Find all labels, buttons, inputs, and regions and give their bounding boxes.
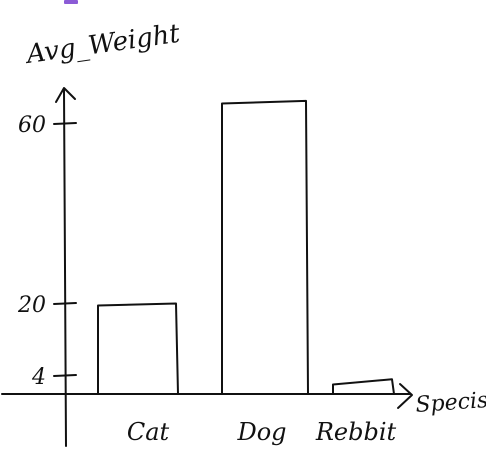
bars bbox=[97, 99, 395, 395]
x-category-label: Cat bbox=[127, 418, 170, 446]
x-category-label: Rebbit bbox=[315, 418, 397, 446]
y-axis-arrow bbox=[55, 87, 76, 103]
y-axis-ticks: 60 20 4 bbox=[17, 113, 77, 390]
x-axis-arrow bbox=[397, 383, 413, 409]
y-tick-label: 20 bbox=[17, 293, 46, 318]
y-tick-mark bbox=[53, 122, 77, 125]
x-axis-label: Specis bbox=[415, 388, 486, 418]
x-category-label: Dog bbox=[236, 418, 286, 446]
y-axis-line bbox=[63, 89, 67, 447]
top-edge-mark bbox=[64, 0, 78, 4]
y-tick-mark bbox=[53, 374, 77, 377]
y-tick-label: 60 bbox=[18, 113, 46, 138]
y-tick-label: 4 bbox=[31, 365, 46, 390]
y-tick-mark bbox=[53, 302, 77, 305]
y-axis-label: Avg_Weight bbox=[23, 19, 182, 71]
bar-cat bbox=[97, 302, 179, 395]
category-labels: Cat Dog Rebbit bbox=[127, 418, 397, 446]
bar-dog bbox=[221, 99, 309, 395]
bar-rebbit bbox=[332, 378, 395, 395]
